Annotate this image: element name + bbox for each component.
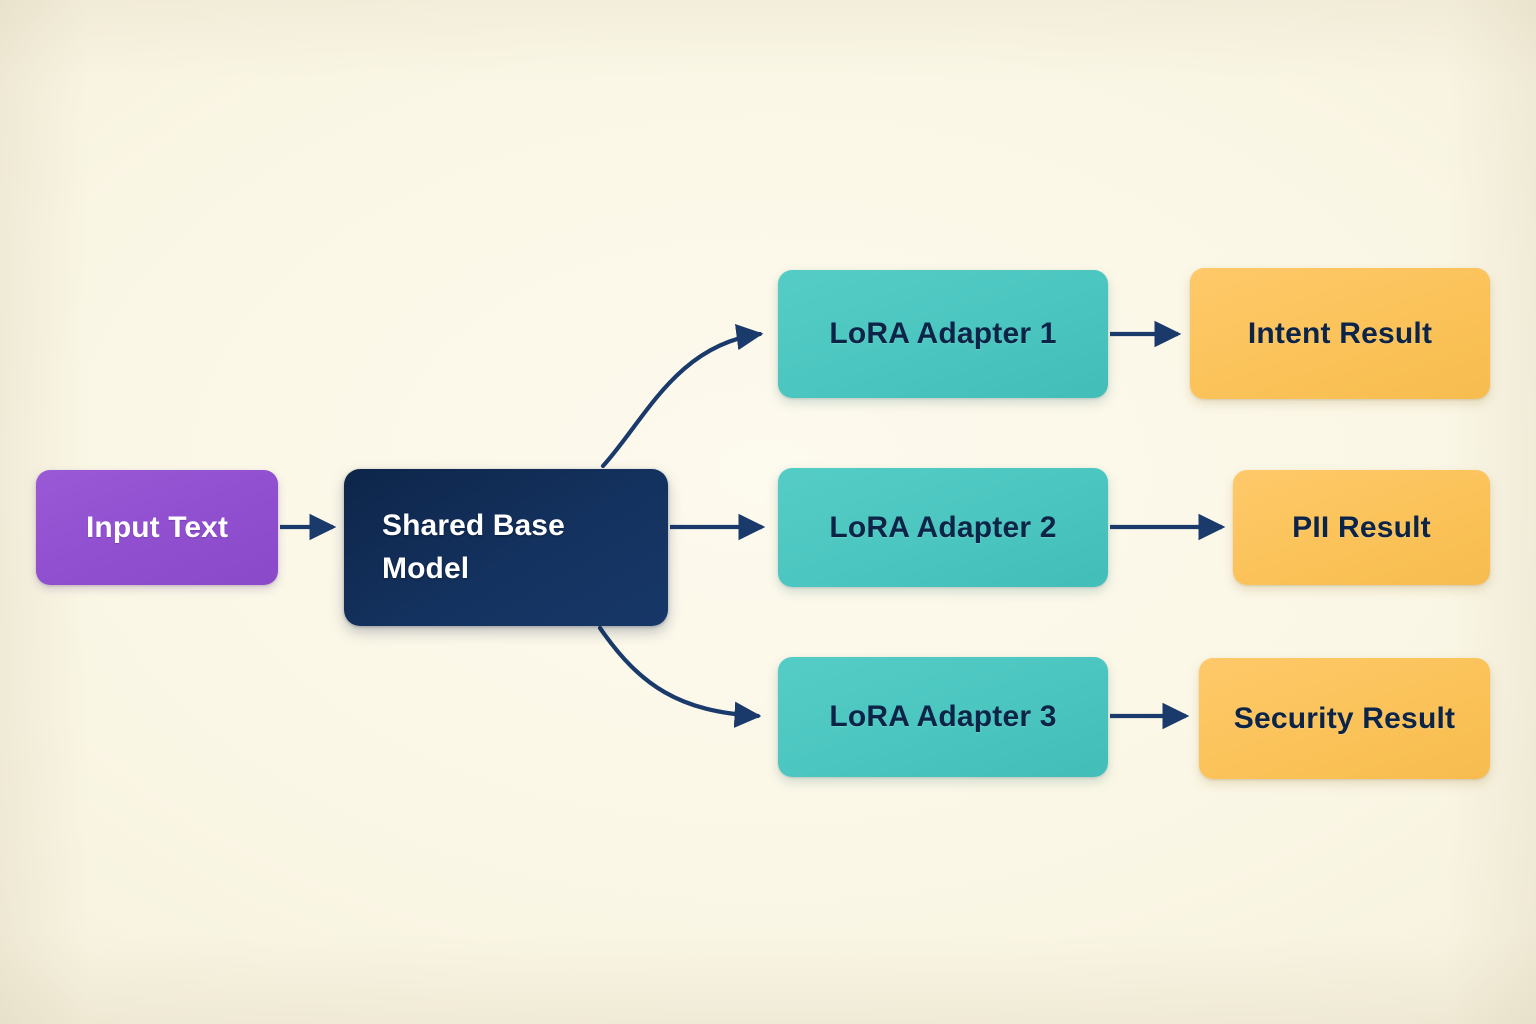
- node-pii-result-label: PII Result: [1292, 510, 1431, 544]
- node-lora-adapter-2-label: LoRA Adapter 2: [829, 510, 1057, 544]
- node-input-text[interactable]: Input Text: [36, 470, 278, 585]
- node-shared-base-model[interactable]: Shared Base Model: [344, 469, 668, 626]
- node-lora-adapter-1[interactable]: LoRA Adapter 1: [778, 270, 1108, 398]
- node-input-text-label: Input Text: [85, 510, 229, 544]
- node-security-result[interactable]: Security Result: [1199, 658, 1490, 779]
- node-intent-result[interactable]: Intent Result: [1190, 268, 1490, 399]
- edge-base-to-adapter-1: [600, 323, 764, 469]
- node-pii-result[interactable]: PII Result: [1233, 470, 1490, 585]
- node-lora-adapter-2[interactable]: LoRA Adapter 2: [778, 468, 1108, 587]
- edge-base-to-adapter-3: [597, 625, 762, 729]
- node-lora-adapter-1-label: LoRA Adapter 1: [829, 317, 1057, 350]
- node-lora-adapter-3-label: LoRA Adapter 3: [829, 700, 1057, 733]
- node-shared-base-model-label: Shared Base Model: [382, 508, 565, 585]
- node-security-result-label: Security Result: [1233, 701, 1456, 735]
- node-lora-adapter-3[interactable]: LoRA Adapter 3: [778, 657, 1108, 777]
- node-intent-result-label: Intent Result: [1247, 316, 1433, 350]
